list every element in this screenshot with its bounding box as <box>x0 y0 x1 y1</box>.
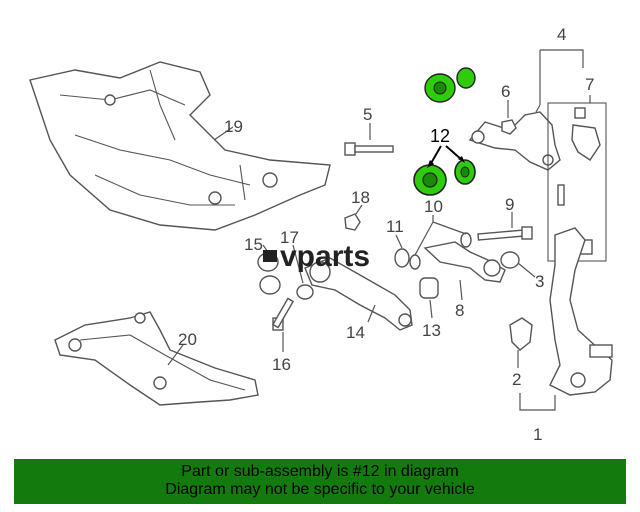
watermark-text: vparts <box>280 240 370 273</box>
part-5-bolt[interactable] <box>344 142 394 156</box>
part-6-nut[interactable] <box>501 119 517 135</box>
part-18-nut[interactable] <box>344 213 361 231</box>
callout-15[interactable]: 15 <box>244 235 263 254</box>
part-4-upper-control-arm[interactable] <box>468 111 561 171</box>
callout-6[interactable]: 6 <box>501 82 510 101</box>
callout-14[interactable]: 14 <box>346 323 365 342</box>
part-9-bolt[interactable] <box>477 226 533 241</box>
part-2-ball-joint[interactable] <box>509 317 533 351</box>
callout-3[interactable]: 3 <box>535 272 544 291</box>
callout-18[interactable]: 18 <box>351 188 370 207</box>
callout-5[interactable]: 5 <box>363 105 372 124</box>
part-17-bushing[interactable] <box>296 284 314 300</box>
callout-17[interactable]: 17 <box>280 228 299 247</box>
callout-4[interactable]: 4 <box>557 25 566 44</box>
part-20-crossmember[interactable] <box>54 311 259 406</box>
callout-13[interactable]: 13 <box>422 321 441 340</box>
part-3-bushing[interactable] <box>500 251 520 269</box>
part-14-lower-control-arm[interactable] <box>304 257 413 331</box>
callout-16[interactable]: 16 <box>272 355 291 374</box>
part-13-bushing[interactable] <box>419 277 439 299</box>
part-10-bushings[interactable] <box>409 232 472 270</box>
part-19-subframe[interactable] <box>29 61 331 231</box>
callout-2[interactable]: 2 <box>512 370 521 389</box>
callout-8[interactable]: 8 <box>455 301 464 320</box>
banner-line-2: Diagram may not be specific to your vehi… <box>165 481 475 498</box>
callout-11[interactable]: 11 <box>386 217 404 236</box>
exploded-parts-diagram: vparts 1 2 3 4 5 6 7 8 9 10 11 12 13 14 … <box>29 25 613 444</box>
info-banner: Part or sub-assembly is #12 in diagram D… <box>14 459 626 504</box>
part-1-steering-knuckle[interactable] <box>549 227 613 396</box>
leader-lines <box>167 49 591 411</box>
callout-20[interactable]: 20 <box>178 330 197 349</box>
callout-1[interactable]: 1 <box>533 425 542 444</box>
part-8-tension-strut[interactable] <box>423 241 506 283</box>
vparts-watermark: vparts <box>263 240 370 273</box>
callout-19[interactable]: 19 <box>224 117 243 136</box>
banner-line-1: Part or sub-assembly is #12 in diagram <box>181 463 459 480</box>
callout-12[interactable]: 12 <box>430 126 450 146</box>
part-16-bolt[interactable] <box>271 297 295 331</box>
callout-9[interactable]: 9 <box>505 195 514 214</box>
part-12-bushing[interactable] <box>413 159 476 196</box>
callout-7[interactable]: 7 <box>585 75 594 94</box>
part-12-bushing-installed <box>424 67 476 103</box>
part-11-bushing[interactable] <box>394 248 410 268</box>
callout-12-leaders <box>427 145 465 168</box>
callout-10[interactable]: 10 <box>424 197 443 216</box>
